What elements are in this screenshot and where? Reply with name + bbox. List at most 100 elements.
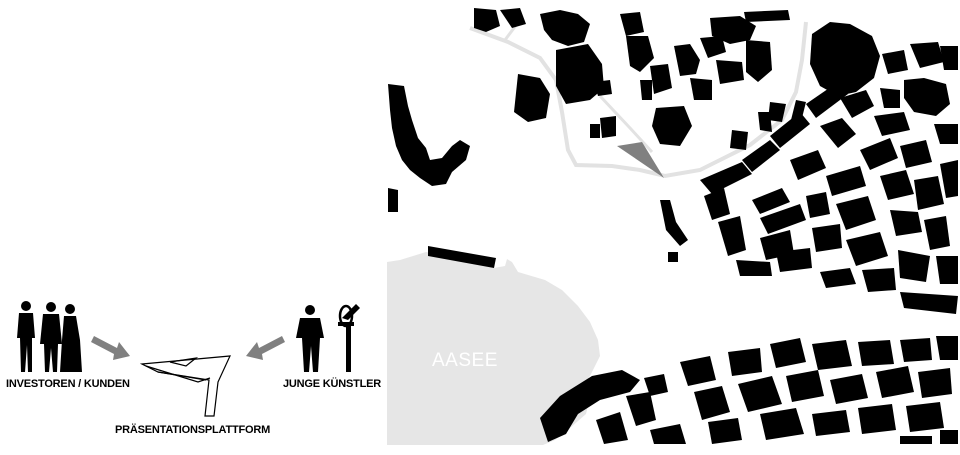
building <box>730 130 748 150</box>
building <box>934 124 958 144</box>
building <box>694 386 730 420</box>
building <box>652 106 692 146</box>
building <box>914 176 944 210</box>
building <box>594 80 612 96</box>
building <box>806 82 848 118</box>
building <box>600 116 616 138</box>
building <box>428 246 496 268</box>
building <box>738 376 782 412</box>
park-path <box>469 21 808 179</box>
building <box>718 216 746 256</box>
building <box>716 60 744 84</box>
building <box>650 64 672 94</box>
building <box>626 36 654 72</box>
building <box>776 248 812 272</box>
building <box>644 374 668 396</box>
building <box>876 366 914 398</box>
building <box>680 356 716 386</box>
building <box>858 340 894 366</box>
building <box>812 224 842 252</box>
building <box>540 370 640 442</box>
building <box>874 112 910 136</box>
building <box>910 42 944 68</box>
building <box>736 260 772 276</box>
platform-label: PRÄSENTATIONSPLATTFORM <box>115 424 271 436</box>
buildings <box>388 8 958 444</box>
building <box>836 196 876 230</box>
building <box>904 78 950 116</box>
building <box>858 404 896 434</box>
building <box>626 392 656 426</box>
building <box>388 188 398 212</box>
building <box>704 188 730 220</box>
building <box>760 204 806 234</box>
building <box>556 44 604 104</box>
building <box>806 192 830 218</box>
building <box>940 160 958 198</box>
building <box>900 292 958 314</box>
concept-diagram <box>17 301 360 417</box>
building <box>758 112 772 132</box>
building <box>924 216 950 250</box>
building <box>744 10 790 22</box>
building <box>388 84 470 186</box>
building <box>880 88 900 108</box>
building <box>700 36 726 58</box>
map-panel <box>387 8 958 445</box>
building <box>770 112 810 148</box>
artist-with-sculpture-icon <box>296 304 360 372</box>
building <box>860 138 898 170</box>
business-people-silhouettes-icon <box>17 301 82 372</box>
building <box>690 78 712 100</box>
platform-outline-icon <box>139 355 231 417</box>
building <box>840 90 874 118</box>
building <box>880 170 914 200</box>
building <box>660 200 688 246</box>
building <box>940 430 958 444</box>
building <box>812 410 850 436</box>
building <box>900 140 932 168</box>
building <box>900 436 932 444</box>
arrow-left-icon <box>246 336 285 360</box>
building <box>826 166 866 196</box>
building <box>620 12 644 36</box>
location-pointer-icon <box>617 142 664 178</box>
building <box>742 140 780 172</box>
artists-label: JUNGE KÜNSTLER <box>283 378 382 390</box>
building <box>700 162 752 194</box>
building <box>752 188 790 214</box>
building <box>846 232 888 266</box>
building <box>882 50 908 74</box>
building <box>810 22 880 96</box>
building <box>746 40 772 82</box>
building <box>514 74 550 122</box>
building <box>500 8 526 28</box>
building <box>790 150 826 180</box>
investors-label: INVESTOREN / KUNDEN <box>6 378 130 390</box>
building <box>540 10 590 46</box>
building <box>812 340 852 370</box>
building <box>770 338 806 368</box>
building <box>820 268 856 288</box>
building <box>728 348 762 376</box>
building <box>918 368 952 398</box>
building <box>710 16 756 44</box>
building <box>708 418 742 444</box>
building <box>862 268 896 292</box>
building <box>668 252 678 262</box>
building <box>940 46 958 70</box>
building <box>906 402 944 432</box>
lake-label: AASEE <box>432 350 498 371</box>
building <box>640 80 652 100</box>
building <box>936 336 958 360</box>
building <box>830 374 868 404</box>
building <box>650 424 686 444</box>
building <box>474 8 500 32</box>
lake-aasee <box>387 252 600 445</box>
building <box>596 412 628 444</box>
building <box>760 408 804 440</box>
building <box>786 370 824 402</box>
building <box>590 124 600 138</box>
building <box>768 102 786 122</box>
